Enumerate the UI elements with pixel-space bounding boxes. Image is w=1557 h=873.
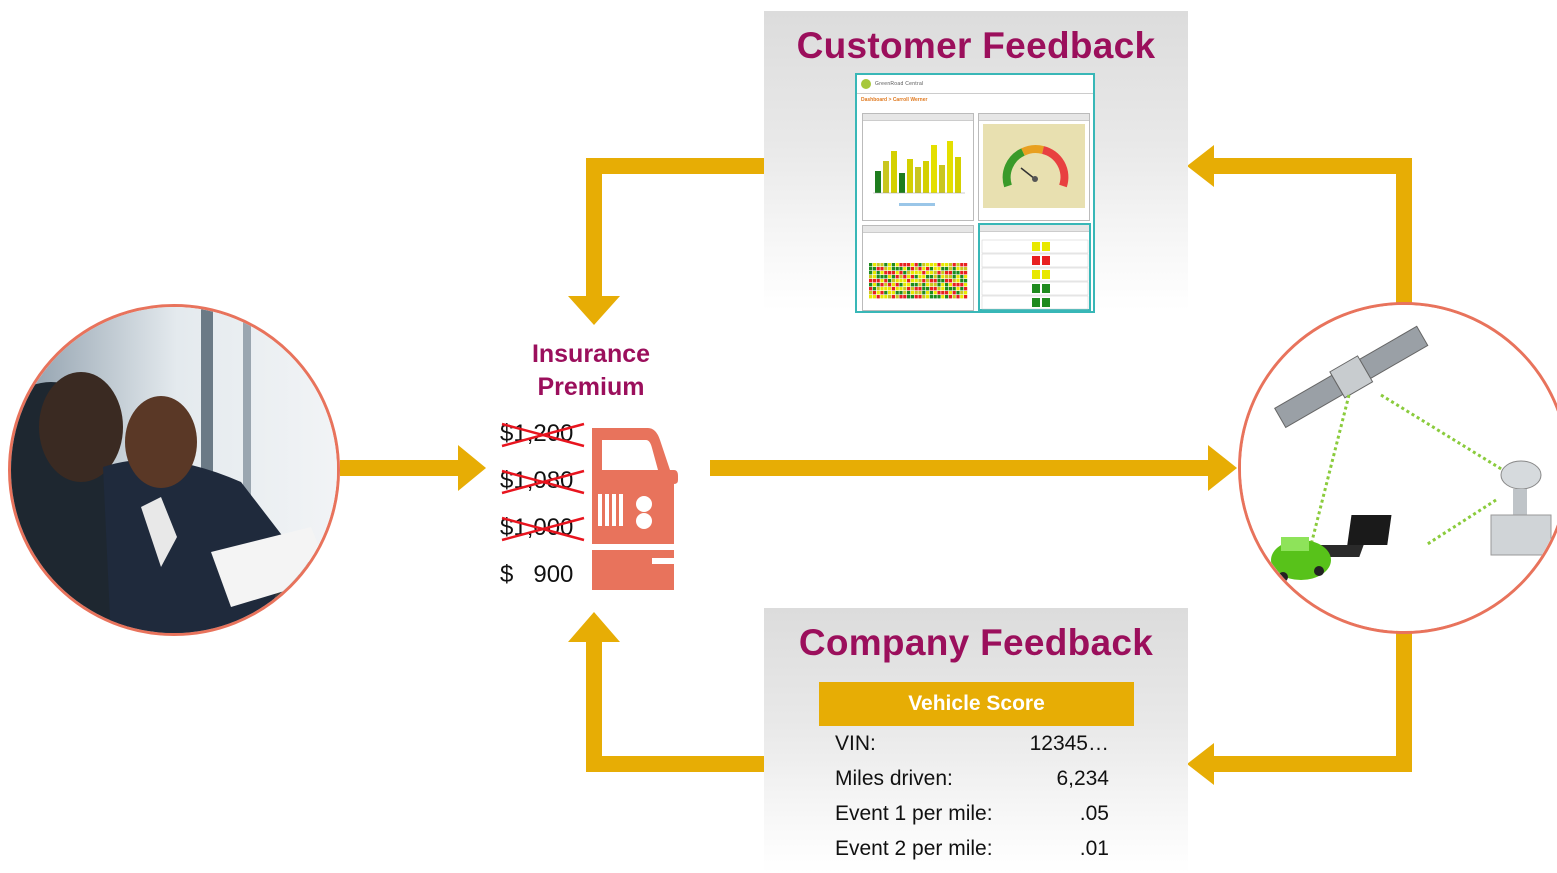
vehicle-score-table: Vehicle Score VIN: 12345… Miles driven: … (819, 682, 1134, 866)
safety-history-card (862, 113, 974, 221)
arrow-middle-shaft (710, 460, 1210, 476)
vehicle-score-row: Event 1 per mile: .05 (819, 796, 1134, 831)
dashboard-breadcrumb: Dashboard > Carroll Werner (861, 97, 928, 103)
vehicle-score-label: Miles driven: (835, 767, 953, 790)
event-categories-grid (981, 239, 1089, 310)
arrow-top-right-vertical (1396, 158, 1412, 303)
insurance-title-line2: Premium (537, 373, 645, 401)
insurance-premium-title: Insurance Premium (505, 338, 677, 404)
dashboard-brand: GreenRoad Central (875, 81, 924, 87)
small-car-icon (1271, 537, 1331, 582)
event-categories-card (978, 223, 1091, 311)
arrow-top-left-head (568, 296, 620, 325)
satellite-network-graphic (1241, 305, 1557, 631)
score-gauge (1002, 145, 1069, 188)
arrow-bottom-right-head (1187, 743, 1214, 785)
vehicle-score-value: .01 (1079, 837, 1109, 860)
arrow-middle-head (1208, 445, 1237, 491)
arrow-left-shaft (340, 460, 460, 476)
price-value: $ 900 (500, 561, 574, 588)
vehicle-score-label: Event 1 per mile: (835, 802, 993, 825)
vehicle-score-label: VIN: (835, 732, 876, 755)
satellite-network-illustration (1238, 302, 1557, 634)
vehicle-score-header: Vehicle Score (819, 682, 1134, 726)
greenroad-logo-icon (861, 79, 871, 89)
safety-history-bars (873, 141, 965, 206)
arrow-bottom-left-horizontal (586, 756, 764, 772)
arrow-left-head (458, 445, 486, 491)
vehicle-score-row: Event 2 per mile: .01 (819, 831, 1134, 866)
customer-feedback-title: Customer Feedback (796, 25, 1156, 66)
monthly-heatmap (869, 263, 968, 299)
arrow-top-right-horizontal (1212, 158, 1412, 174)
insurance-title-line1: Insurance (531, 340, 651, 368)
arrow-top-left-vertical (586, 158, 602, 298)
vehicle-score-label: Event 2 per mile: (835, 837, 993, 860)
vehicle-score-value: .05 (1079, 802, 1109, 825)
price-strikethroughs (501, 422, 585, 542)
dashboard-topbar: GreenRoad Central (857, 75, 1093, 94)
arrow-bottom-left-head (568, 612, 620, 642)
monthly-snapshot-card (862, 225, 974, 311)
arrow-bottom-right-vertical (1396, 630, 1412, 772)
arrow-bottom-left-vertical (586, 640, 602, 772)
vehicle-score-row: VIN: 12345… (819, 726, 1134, 761)
car-icon (592, 428, 678, 590)
business-meeting-illustration (11, 307, 337, 633)
vehicle-score-value: 6,234 (1056, 767, 1109, 790)
satellite-icon (1274, 325, 1429, 429)
current-score-card (978, 113, 1090, 221)
vehicle-score-row: Miles driven: 6,234 (819, 761, 1134, 796)
arrow-top-right-head (1187, 145, 1214, 187)
satellite-dish-icon (1490, 460, 1552, 556)
company-feedback-title: Company Feedback (798, 622, 1154, 663)
vehicle-score-value: 12345… (1029, 732, 1109, 755)
business-meeting-photo (8, 304, 340, 636)
arrow-bottom-right-horizontal (1212, 756, 1412, 772)
price-current: $ 900 (500, 561, 573, 589)
dashboard-screenshot: GreenRoad Central Dashboard > Carroll We… (855, 73, 1095, 313)
arrow-top-left-horizontal (586, 158, 764, 174)
company-feedback-panel: Company Feedback (764, 608, 1188, 873)
